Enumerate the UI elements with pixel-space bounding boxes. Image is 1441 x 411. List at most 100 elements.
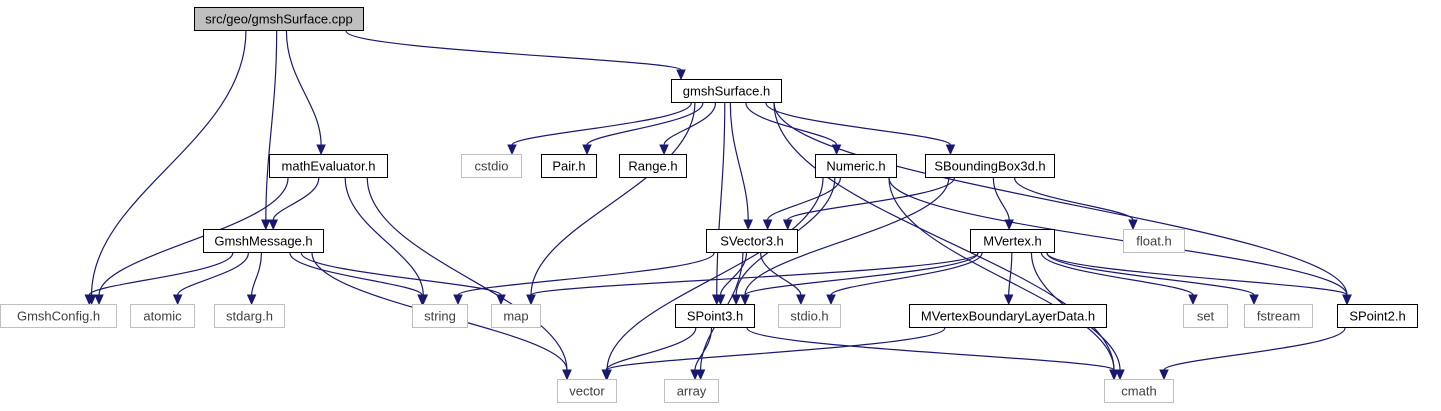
edge-mvertex-h-to-spoint2-h [1046,252,1348,296]
edge-gmshsurface-h-to-sboundingbox3d-h [765,102,952,146]
edge-mvertex-h-to-mvertexboundarylayerdata-h [1008,252,1013,296]
arrowhead-src-geo-gmshsurface-cpp-to-gmshmessage-h [261,219,271,231]
node-spoint3-h[interactable]: SPoint3.h [675,304,755,328]
edge-src-geo-gmshsurface-cpp-to-gmshmessage-h [265,30,278,221]
node-box [194,7,364,31]
edge-numeric-h-to-svector3-h [767,177,841,221]
edge-src-geo-gmshsurface-cpp-to-gmshconfig-h [90,30,247,296]
edge-gmshsurface-h-to-numeric-h [745,102,838,146]
node-box [541,154,597,178]
arrowhead-svector3-h-to-spoint3-h [715,294,726,306]
edge-src-geo-gmshsurface-cpp-to-gmshsurface-h [345,30,682,71]
edge-mvertex-h-to-set [1040,252,1194,296]
edge-gmshsurface-h-to-spoint2-h [773,102,1348,296]
node-float-h: float.h [1123,229,1185,253]
node-gmshsurface-h[interactable]: gmshSurface.h [671,79,782,103]
node-vector: vector [557,379,617,403]
node-box [815,154,897,178]
node-cstdio: cstdio [461,154,522,178]
node-gmshmessage-h[interactable]: GmshMessage.h [203,229,324,253]
arrowhead-gmshsurface-h-to-pair-h [582,144,592,156]
node-set: set [1183,304,1228,328]
node-box [664,379,719,403]
edge-gmshmessage-h-to-string [289,252,423,296]
node-label: stdarg.h [226,309,273,324]
edge-sboundingbox3d-h-to-mvertex-h [992,177,1010,221]
node-box [557,379,617,403]
node-stdarg-h: stdarg.h [214,304,285,328]
node-label: gmshSurface.h [683,84,770,99]
node-box [491,304,541,328]
edge-sboundingbox3d-h-to-spoint3-h [744,177,950,296]
arrowhead-gmshmessage-h-to-map [496,294,506,306]
edge-mvertexboundarylayerdata-h-to-vector [606,327,946,371]
edge-mvertex-h-to-map [530,252,979,296]
arrowhead-gmshmessage-h-to-vector [562,369,572,381]
node-label: Numeric.h [826,159,885,174]
node-label: GmshConfig.h [17,309,100,324]
edge-gmshmessage-h-to-atomic [177,252,249,296]
arrowhead-numeric-h-to-svector3-h [762,219,773,231]
node-box [706,229,798,253]
arrowhead-mvertex-h-to-stdio-h [826,294,836,306]
node-box [675,304,755,328]
node-gmshconfig-h: GmshConfig.h [0,304,117,328]
edge-svector3-h-to-spoint3-h [719,252,748,296]
node-fstream: fstream [1244,304,1313,328]
node-label: fstream [1257,309,1300,324]
node-numeric-h[interactable]: Numeric.h [815,154,897,178]
node-label: vector [569,384,605,399]
arrowhead-gmshmessage-h-to-atomic [172,294,183,306]
edge-mvertex-h-to-stdio-h [830,252,983,296]
nodes-layer: src/geo/gmshSurface.cpp gmshSurface.h math… [0,7,1418,403]
node-label: mathEvaluator.h [282,159,376,174]
arrowhead-gmshmessage-h-to-stdarg-h [246,294,257,306]
node-cmath: cmath [1104,379,1174,403]
edge-gmshmessage-h-to-stdarg-h [251,252,262,296]
arrowhead-mvertex-h-to-map [526,294,536,306]
node-mvertexboundarylayerdata-h[interactable]: MVertexBoundaryLayerData.h [909,304,1107,328]
arrowhead-spoint3-h-to-array [690,369,700,381]
node-box [925,154,1055,178]
node-label: stdio.h [790,309,828,324]
node-src-geo-gmshsurface-cpp[interactable]: src/geo/gmshSurface.cpp [194,7,364,31]
edge-mathevaluator-h-to-vector [366,177,568,371]
arrowhead-gmshmessage-h-to-string [417,294,427,306]
node-box [269,154,388,178]
node-range-h[interactable]: Range.h [619,154,687,178]
arrowhead-sboundingbox3d-h-to-mvertex-h [1004,219,1014,231]
node-label: float.h [1136,234,1171,249]
arrowhead-mvertex-h-to-set [1188,294,1198,306]
node-box [1244,304,1313,328]
arrowhead-gmshsurface-h-to-range-h [659,144,669,156]
node-label: set [1197,309,1215,324]
edge-spoint2-h-to-cmath [1163,327,1346,371]
node-box [619,154,687,178]
edge-svector3-h-to-stdio-h [760,252,802,296]
node-pair-h[interactable]: Pair.h [541,154,597,178]
arrowhead-gmshmessage-h-to-gmshconfig-h [84,294,95,306]
node-box [130,304,195,328]
node-mvertex-h[interactable]: MVertex.h [970,229,1055,253]
node-svector3-h[interactable]: SVector3.h [706,229,798,253]
node-map: map [491,304,541,328]
node-spoint2-h[interactable]: SPoint2.h [1337,304,1418,328]
node-box [461,154,522,178]
arrowhead-svector3-h-to-string [453,294,463,306]
node-label: cmath [1121,384,1156,399]
node-label: Range.h [628,159,677,174]
edge-gmshsurface-h-to-map [530,102,696,296]
node-label: src/geo/gmshSurface.cpp [205,12,352,27]
node-label: SPoint2.h [1349,309,1405,324]
node-sboundingbox3d-h[interactable]: SBoundingBox3d.h [925,154,1055,178]
node-box [203,229,324,253]
node-stdio-h: stdio.h [778,304,841,328]
node-label: MVertexBoundaryLayerData.h [921,309,1095,324]
node-label: SPoint3.h [687,309,743,324]
edge-numeric-h-to-cmath [888,177,1115,371]
node-box [214,304,285,328]
edge-gmshsurface-h-to-svector3-h [729,102,749,221]
node-mathevaluator-h[interactable]: mathEvaluator.h [269,154,388,178]
node-label: atomic [143,309,182,324]
